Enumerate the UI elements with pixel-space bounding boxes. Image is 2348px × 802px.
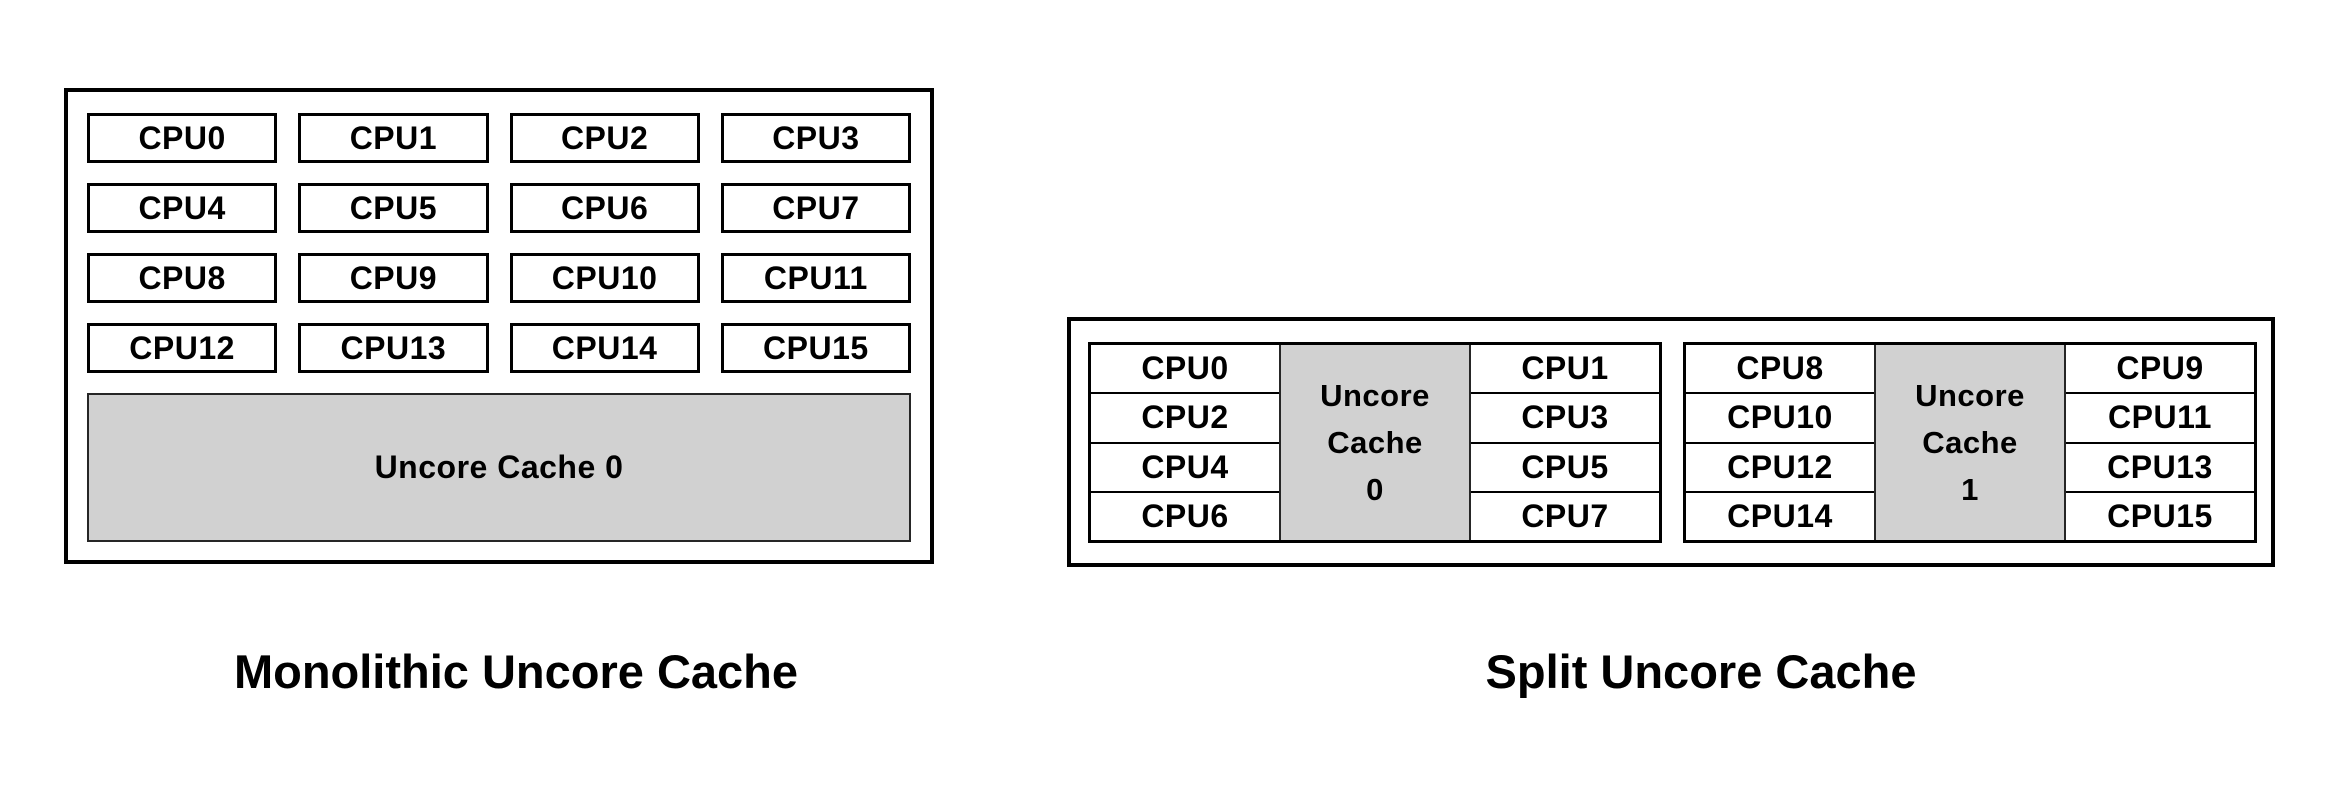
cpu-cell-cpu4: CPU4 [1091, 441, 1279, 491]
cpu-row: CPU4 CPU5 CPU6 CPU7 [87, 183, 911, 233]
cpu-box-cpu13: CPU13 [298, 323, 489, 373]
cpu-cell-cpu8: CPU8 [1686, 345, 1874, 393]
cpu-cell-cpu12: CPU12 [1686, 441, 1874, 491]
cpu-box-cpu10: CPU10 [509, 253, 700, 303]
cpu-cell-cpu6: CPU6 [1091, 490, 1279, 540]
cpu-column-even: CPU8 CPU10 CPU12 CPU14 [1686, 345, 1874, 540]
cpu-box-cpu6: CPU6 [509, 183, 700, 233]
caption-split-uncore-cache: Split Uncore Cache [1485, 645, 1917, 698]
cpu-cell-cpu5: CPU5 [1471, 441, 1659, 491]
cpu-column-odd: CPU1 CPU3 CPU5 CPU7 [1471, 345, 1659, 540]
cpu-cell-cpu14: CPU14 [1686, 490, 1874, 540]
cpu-box-cpu0: CPU0 [87, 113, 278, 163]
cpu-row: CPU8 CPU9 CPU10 CPU11 [87, 253, 911, 303]
uncore-cache-1-cell: Uncore Cache 1 [1874, 345, 2066, 540]
cpu-cell-cpu10: CPU10 [1686, 392, 1874, 442]
cpu-cell-cpu3: CPU3 [1471, 392, 1659, 442]
cpu-row: CPU0 CPU1 CPU2 CPU3 [87, 113, 911, 163]
uncore-cache-0-box: Uncore Cache 0 [87, 393, 911, 542]
cpu-cell-cpu13: CPU13 [2066, 441, 2254, 491]
caption-monolithic-uncore-cache: Monolithic Uncore Cache [233, 645, 799, 698]
cpu-cell-cpu1: CPU1 [1471, 345, 1659, 393]
cpu-group-uncore-cache-0: CPU0 CPU2 CPU4 CPU6 Uncore Cache 0 CPU1 … [1088, 342, 1662, 543]
cpu-box-cpu2: CPU2 [509, 113, 700, 163]
cpu-group-uncore-cache-1: CPU8 CPU10 CPU12 CPU14 Uncore Cache 1 CP… [1683, 342, 2257, 543]
cpu-box-cpu4: CPU4 [87, 183, 278, 233]
cpu-column-odd: CPU9 CPU11 CPU13 CPU15 [2066, 345, 2254, 540]
cpu-cell-cpu7: CPU7 [1471, 490, 1659, 540]
cpu-box-cpu8: CPU8 [87, 253, 278, 303]
cpu-cell-cpu9: CPU9 [2066, 345, 2254, 393]
cpu-box-cpu5: CPU5 [298, 183, 489, 233]
cpu-cell-cpu0: CPU0 [1091, 345, 1279, 393]
cpu-row: CPU12 CPU13 CPU14 CPU15 [87, 323, 911, 373]
cpu-box-cpu14: CPU14 [509, 323, 700, 373]
cpu-box-cpu7: CPU7 [720, 183, 911, 233]
cpu-cell-cpu15: CPU15 [2066, 490, 2254, 540]
cpu-box-cpu12: CPU12 [87, 323, 278, 373]
uncore-cache-0-cell: Uncore Cache 0 [1279, 345, 1471, 540]
cpu-cell-cpu2: CPU2 [1091, 392, 1279, 442]
cpu-cell-cpu11: CPU11 [2066, 392, 2254, 442]
cpu-box-cpu3: CPU3 [720, 113, 911, 163]
cpu-box-cpu9: CPU9 [298, 253, 489, 303]
cpu-box-cpu1: CPU1 [298, 113, 489, 163]
diagram-split-uncore: CPU0 CPU2 CPU4 CPU6 Uncore Cache 0 CPU1 … [1067, 317, 2275, 567]
cpu-box-cpu15: CPU15 [720, 323, 911, 373]
cpu-column-even: CPU0 CPU2 CPU4 CPU6 [1091, 345, 1279, 540]
cpu-box-cpu11: CPU11 [720, 253, 911, 303]
diagram-monolithic-uncore: CPU0 CPU1 CPU2 CPU3 CPU4 CPU5 CPU6 CPU7 … [64, 88, 934, 564]
